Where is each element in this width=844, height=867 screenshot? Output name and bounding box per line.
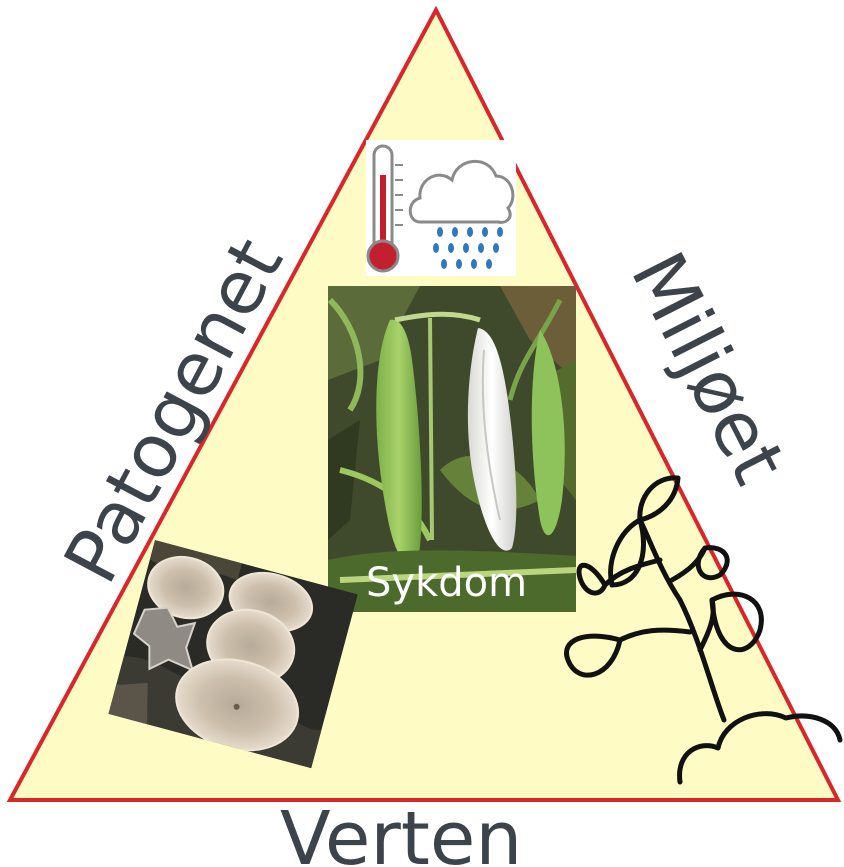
- host-label: Verten: [280, 796, 522, 867]
- weather-icons: [366, 140, 516, 276]
- disease-photo: Sykdom: [328, 286, 576, 612]
- disease-label: Sykdom: [366, 560, 527, 606]
